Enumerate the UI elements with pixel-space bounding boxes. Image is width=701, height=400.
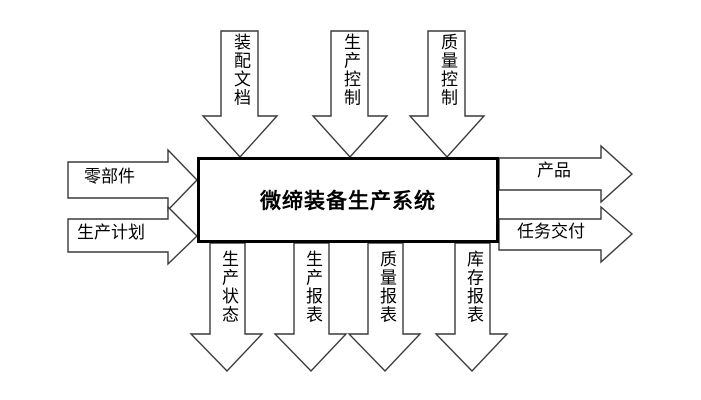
- system-box: 微缔装备生产系统: [197, 157, 499, 243]
- output-arrow-inventory-report: [434, 242, 509, 373]
- output-arrow-production-status: [189, 242, 264, 373]
- control-arrow-quality-control: [408, 30, 486, 159]
- output-arrow-task-delivery: [498, 205, 634, 264]
- output-arrow-production-report: [273, 242, 348, 373]
- control-arrow-production-control: [311, 30, 389, 159]
- input-arrow-parts: [67, 148, 198, 212]
- input-arrow-production-plan: [67, 205, 198, 266]
- output-arrow-product: [498, 144, 634, 204]
- control-arrow-assembly-document: [201, 30, 279, 159]
- system-box-label: 微缔装备生产系统: [260, 189, 436, 213]
- output-arrow-quality-report: [347, 242, 422, 373]
